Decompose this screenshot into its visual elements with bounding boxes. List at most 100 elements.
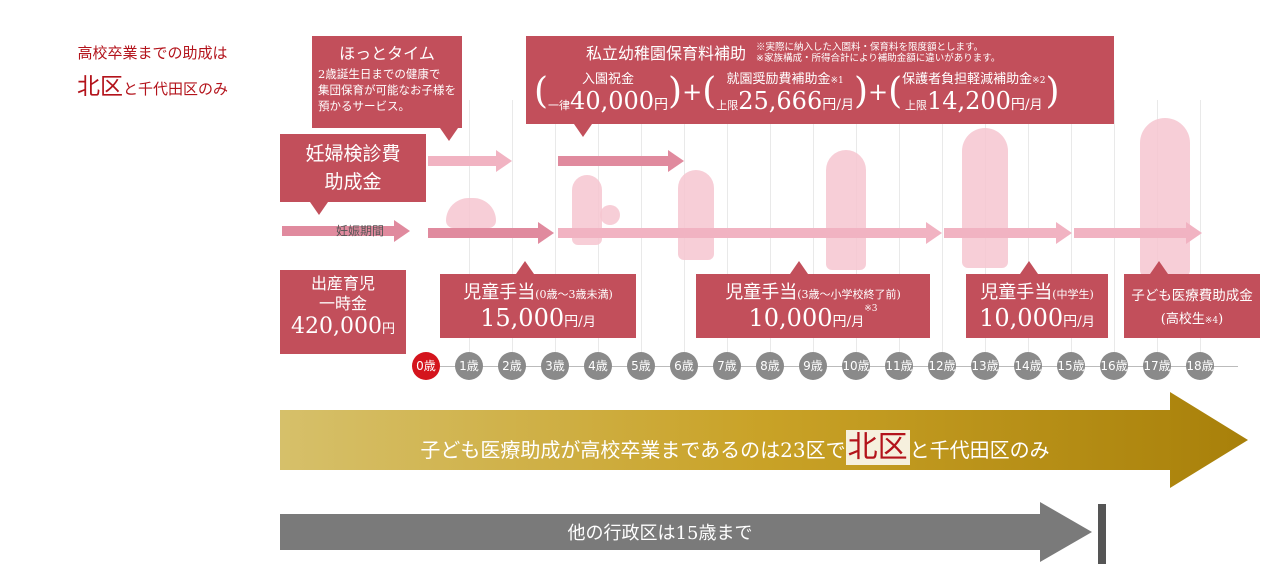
plus-1: + xyxy=(682,77,703,106)
jido-bar-3 xyxy=(944,228,1056,238)
item3-unit: 円 xyxy=(1010,97,1025,113)
age-marker-13: 13歳 xyxy=(971,352,999,380)
grid-line-3 xyxy=(555,100,556,360)
hot-time-title: ほっとタイム xyxy=(339,44,435,63)
age-marker-5: 5歳 xyxy=(627,352,655,380)
ninpu-box: 妊婦検診費 助成金 xyxy=(280,134,426,202)
jido2-mark: ※3 xyxy=(864,304,878,314)
hot-time-desc1: 2歳誕生日までの健康で xyxy=(318,67,441,81)
shiritsu-item2: 就園奨励費補助金※1 上限25,666円/月 xyxy=(716,72,854,115)
young-woman-silhouette xyxy=(1140,118,1190,278)
jido-arrowhead-2 xyxy=(926,222,942,244)
item1-label: 入園祝金 xyxy=(582,72,635,87)
item3-mark: ※2 xyxy=(1032,76,1046,86)
pregnancy-arrowhead xyxy=(394,220,410,242)
jido3-unit: 円 xyxy=(1063,314,1078,330)
hot-time-pointer xyxy=(440,128,458,141)
side-title: 高校卒業までの助成は 北区と千代田区のみ xyxy=(50,42,255,101)
child-silhouette xyxy=(678,170,714,260)
item3-per: 月 xyxy=(1029,98,1043,113)
jido1-range: (0歳～3歳未満) xyxy=(535,288,613,301)
shussan-line1: 出産育児 xyxy=(310,274,375,293)
jido1-pointer xyxy=(516,261,534,274)
shussan-line2: 一時金 xyxy=(318,294,367,313)
age-marker-2: 2歳 xyxy=(498,352,526,380)
jido-bar-2 xyxy=(558,228,926,238)
gold-arrow xyxy=(280,392,1248,488)
jido-arrowhead-3 xyxy=(1056,222,1072,244)
jido2-box: 児童手当(3歳～小学校終了前) 10,000円/月※3 xyxy=(696,274,930,338)
jido2-per: 月 xyxy=(851,315,865,330)
age-marker-12: 12歳 xyxy=(928,352,956,380)
item1-unit: 円 xyxy=(654,97,669,113)
iryo-line1: 子ども医療費助成金 xyxy=(1131,288,1253,304)
shiritsu-item1: 入園祝金 一律40,000円 xyxy=(548,68,668,115)
iryo-bar xyxy=(1074,228,1186,238)
iryo-pointer xyxy=(1150,261,1168,274)
shussan-amount: 420,000 xyxy=(291,314,382,339)
jido3-per: 月 xyxy=(1081,315,1095,330)
age-marker-18: 18歳 xyxy=(1186,352,1214,380)
ball-icon xyxy=(600,205,620,225)
item3-prefix: 上限 xyxy=(904,99,927,112)
jido3-amount: 10,000 xyxy=(979,304,1064,332)
ninpu-line2: 助成金 xyxy=(324,171,382,193)
hot-time-bar xyxy=(428,156,496,166)
pregnancy-bar xyxy=(282,226,394,236)
plus-2: + xyxy=(868,77,889,106)
hot-time-arrowhead xyxy=(496,150,512,172)
shiritsu-item3: 保護者負担軽減補助金※2 上限14,200円/月 xyxy=(902,72,1046,115)
jido1-box: 児童手当(0歳～3歳未満) 15,000円/月 xyxy=(440,274,636,338)
shiritsu-note1: ※実際に納入した入園料・保育料を限度額とします。 xyxy=(756,42,984,53)
gray-arrow-text: 他の行政区は15歳まで xyxy=(567,523,753,544)
age-marker-1: 1歳 xyxy=(455,352,483,380)
jido-bar-1 xyxy=(428,228,538,238)
item2-prefix: 上限 xyxy=(716,99,739,112)
girl-silhouette xyxy=(826,150,866,270)
jido3-title: 児童手当 xyxy=(980,282,1053,303)
age-marker-3: 3歳 xyxy=(541,352,569,380)
jido-arrowhead-1 xyxy=(538,222,554,244)
age-marker-4: 4歳 xyxy=(584,352,612,380)
ninpu-pointer xyxy=(310,202,328,215)
age-marker-7: 7歳 xyxy=(713,352,741,380)
jido3-range: (中学生) xyxy=(1052,288,1094,301)
age-marker-11: 11歳 xyxy=(885,352,913,380)
age-marker-10: 10歳 xyxy=(842,352,870,380)
item1-amount: 40,000 xyxy=(570,87,655,115)
ninshin-label: 妊娠期間 xyxy=(336,224,385,238)
jido2-unit: 円 xyxy=(832,314,847,330)
age-marker-8: 8歳 xyxy=(756,352,784,380)
jido1-title: 児童手当 xyxy=(463,282,536,303)
shiritsu-box: 私立幼稚園保育料補助 ※実際に納入した入園料・保育料を限度額とします。 ※家族構… xyxy=(526,36,1114,124)
gold-text2: と千代田区のみ xyxy=(909,438,1050,462)
iryo-line2: (高校生 xyxy=(1160,312,1205,327)
item1-prefix: 一律 xyxy=(548,99,571,112)
crawling-baby-silhouette xyxy=(446,198,496,228)
shiritsu-bar xyxy=(558,156,668,166)
shiritsu-arrowhead xyxy=(668,150,684,172)
item2-unit: 円 xyxy=(822,97,837,113)
age-marker-17: 17歳 xyxy=(1143,352,1171,380)
shussan-unit: 円 xyxy=(381,322,395,337)
teen-girl-silhouette xyxy=(962,128,1008,268)
iryo-close: ) xyxy=(1218,312,1224,327)
jido1-unit: 円 xyxy=(564,314,579,330)
gold-kita: 北区 xyxy=(845,430,910,465)
shussan-box: 出産育児 一時金 420,000円 xyxy=(280,270,406,354)
item3-amount: 14,200 xyxy=(926,87,1011,115)
jido3-box: 児童手当(中学生) 10,000円/月 xyxy=(966,274,1108,338)
item3-label: 保護者負担軽減補助金 xyxy=(902,72,1033,87)
jido2-range: (3歳～小学校終了前) xyxy=(797,288,901,301)
side-title-line1: 高校卒業までの助成は xyxy=(77,44,228,62)
iryo-mark: ※4 xyxy=(1204,316,1219,326)
side-title-line2: と千代田区のみ xyxy=(122,80,228,98)
item2-label: 就園奨励費補助金 xyxy=(726,72,831,87)
side-title-kita: 北区 xyxy=(76,74,123,100)
grid-line-12 xyxy=(942,100,943,360)
jido1-per: 月 xyxy=(582,315,596,330)
gray-arrow xyxy=(280,502,1106,564)
hot-time-desc3: 預かるサービス。 xyxy=(318,99,410,113)
jido2-title: 児童手当 xyxy=(725,282,798,303)
gold-text1: 子ども医療助成が高校卒業まであるのは23区で xyxy=(420,438,846,462)
